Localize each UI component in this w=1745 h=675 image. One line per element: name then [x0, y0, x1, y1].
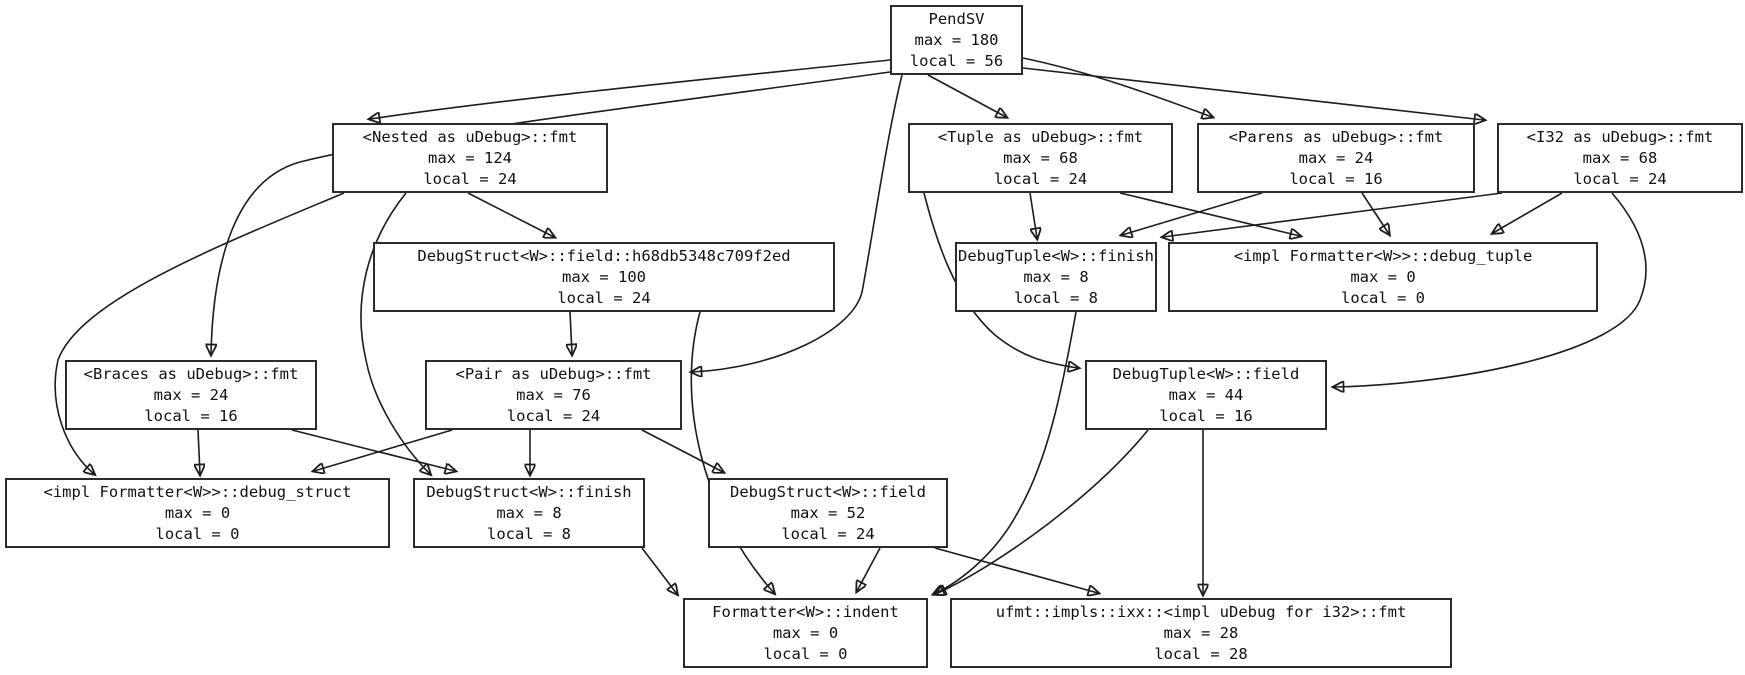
- node-local: local = 16: [1159, 406, 1253, 425]
- node-max: max = 24: [1298, 148, 1374, 167]
- edge-pendsv-i32: [1022, 67, 1484, 120]
- node-debugstruct-field: DebugStruct<W>::field max = 52 local = 2…: [708, 478, 948, 548]
- node-formatter-indent: Formatter<W>::indent max = 0 local = 0: [683, 598, 928, 668]
- node-debugstruct-field-h68: DebugStruct<W>::field::h68db5348c709f2ed…: [373, 242, 835, 312]
- node-local: local = 0: [155, 524, 240, 543]
- edge-field52-indent: [857, 547, 881, 591]
- node-local: local = 24: [1573, 169, 1667, 188]
- node-debug-tuple: <impl Formatter<W>>::debug_tuple max = 0…: [1168, 242, 1598, 312]
- edge-tuplefield-indent: [936, 429, 1149, 594]
- node-local: local = 24: [781, 524, 875, 543]
- node-debugtuple-finish: DebugTuple<W>::finish max = 8 local = 8: [955, 242, 1157, 312]
- node-local: local = 0: [763, 644, 848, 663]
- edge-nested-structfinish: [360, 192, 430, 474]
- node-local: local = 24: [506, 406, 601, 425]
- node-title: DebugStruct<W>::field::h68db5348c709f2ed: [417, 246, 791, 265]
- edge-h68field-indent: [690, 311, 774, 593]
- edge-h68field-pair: [570, 311, 572, 354]
- node-pendsv: PendSV max = 180 local = 56: [890, 5, 1023, 75]
- edge-parens-debugtuple: [1361, 192, 1389, 234]
- edge-braces-structfinish: [291, 429, 455, 471]
- node-parens-fmt: <Parens as uDebug>::fmt max = 24 local =…: [1197, 123, 1475, 193]
- edge-pendsv-parens: [1022, 57, 1212, 117]
- node-tuple-fmt: <Tuple as uDebug>::fmt max = 68 local = …: [908, 123, 1173, 193]
- node-title: DebugTuple<W>::field: [1112, 364, 1300, 383]
- node-title: <impl Formatter<W>>::debug_struct: [43, 482, 352, 501]
- node-title: <Pair as uDebug>::fmt: [455, 364, 652, 383]
- edge-parens-tuplefinish: [1122, 192, 1263, 235]
- node-local: local = 28: [1154, 644, 1248, 663]
- edge-pendsv-pair: [692, 74, 903, 372]
- edge-pair-debugstruct: [314, 429, 453, 471]
- node-title: ufmt::impls::ixx::<impl uDebug for i32>:…: [995, 602, 1407, 621]
- node-title: <Nested as uDebug>::fmt: [362, 127, 578, 146]
- node-local: local = 8: [487, 524, 571, 543]
- node-pair-fmt: <Pair as uDebug>::fmt max = 76 local = 2…: [425, 360, 682, 430]
- node-max: max = 28: [1163, 623, 1239, 642]
- edge-tuple-tuplefield: [923, 192, 1078, 368]
- node-title: <impl Formatter<W>>::debug_tuple: [1233, 246, 1533, 265]
- node-title: <Parens as uDebug>::fmt: [1228, 127, 1444, 146]
- node-i32-fmt: <I32 as uDebug>::fmt max = 68 local = 24: [1497, 123, 1743, 193]
- edge-pendsv-nested: [370, 59, 891, 119]
- node-title: DebugStruct<W>::finish: [426, 482, 632, 501]
- node-title: <Tuple as uDebug>::fmt: [937, 127, 1144, 146]
- node-max: max = 100: [562, 267, 646, 286]
- node-max: max = 52: [790, 503, 866, 522]
- node-max: max = 0: [1350, 267, 1416, 286]
- node-max: max = 24: [153, 385, 229, 404]
- node-local: local = 16: [1289, 169, 1383, 188]
- node-debug-struct: <impl Formatter<W>>::debug_struct max = …: [5, 478, 390, 548]
- node-local: local = 0: [1341, 288, 1425, 307]
- node-nested-fmt: <Nested as uDebug>::fmt max = 124 local …: [332, 123, 608, 193]
- node-local: local = 24: [557, 288, 651, 307]
- edge-nested-debugstruct: [54, 192, 345, 474]
- node-max: max = 0: [772, 623, 839, 642]
- edge-pendsv-tuple: [927, 74, 1006, 117]
- node-debugstruct-finish: DebugStruct<W>::finish max = 8 local = 8: [413, 478, 645, 548]
- edge-field52-ufmt: [934, 547, 1098, 593]
- node-max: max = 8: [1023, 267, 1089, 286]
- node-title: DebugStruct<W>::field: [730, 482, 926, 501]
- node-local: local = 56: [909, 51, 1004, 70]
- node-local: local = 24: [993, 169, 1088, 188]
- node-title: PendSV: [928, 9, 985, 28]
- edge-tuple-tuplefinish: [1029, 192, 1037, 238]
- node-local: local = 24: [423, 169, 517, 188]
- node-max: max = 8: [496, 503, 562, 522]
- edge-structfinish-indent: [641, 547, 677, 594]
- edge-i32-debugtuple: [1493, 192, 1563, 233]
- node-title: Formatter<W>::indent: [712, 602, 899, 621]
- edge-i32-tuplefinish: [1163, 192, 1503, 237]
- node-local: local = 8: [1014, 288, 1098, 307]
- edge-pair-field52: [641, 429, 723, 472]
- node-ufmt-i32-fmt: ufmt::impls::ixx::<impl uDebug for i32>:…: [950, 598, 1452, 668]
- edge-braces-debugstruct: [198, 429, 200, 474]
- edge-i32-tuplefield: [1334, 192, 1647, 387]
- node-max: max = 180: [914, 30, 999, 49]
- node-debugtuple-field: DebugTuple<W>::field max = 44 local = 16: [1085, 360, 1327, 430]
- edge-tuplefinish-indent: [934, 311, 1077, 594]
- edge-tuple-debugtuple: [1119, 192, 1300, 236]
- node-max: max = 68: [1582, 148, 1658, 167]
- node-braces-fmt: <Braces as uDebug>::fmt max = 24 local =…: [65, 360, 317, 430]
- node-title: <I32 as uDebug>::fmt: [1526, 127, 1714, 146]
- node-max: max = 0: [164, 503, 231, 522]
- edge-nested-h68field: [467, 192, 554, 237]
- node-title: DebugTuple<W>::finish: [958, 246, 1154, 265]
- node-max: max = 124: [428, 148, 512, 167]
- node-title: <Braces as uDebug>::fmt: [83, 364, 299, 383]
- node-local: local = 16: [144, 406, 238, 425]
- node-max: max = 44: [1168, 385, 1244, 404]
- node-max: max = 68: [1003, 148, 1078, 167]
- node-max: max = 76: [516, 385, 591, 404]
